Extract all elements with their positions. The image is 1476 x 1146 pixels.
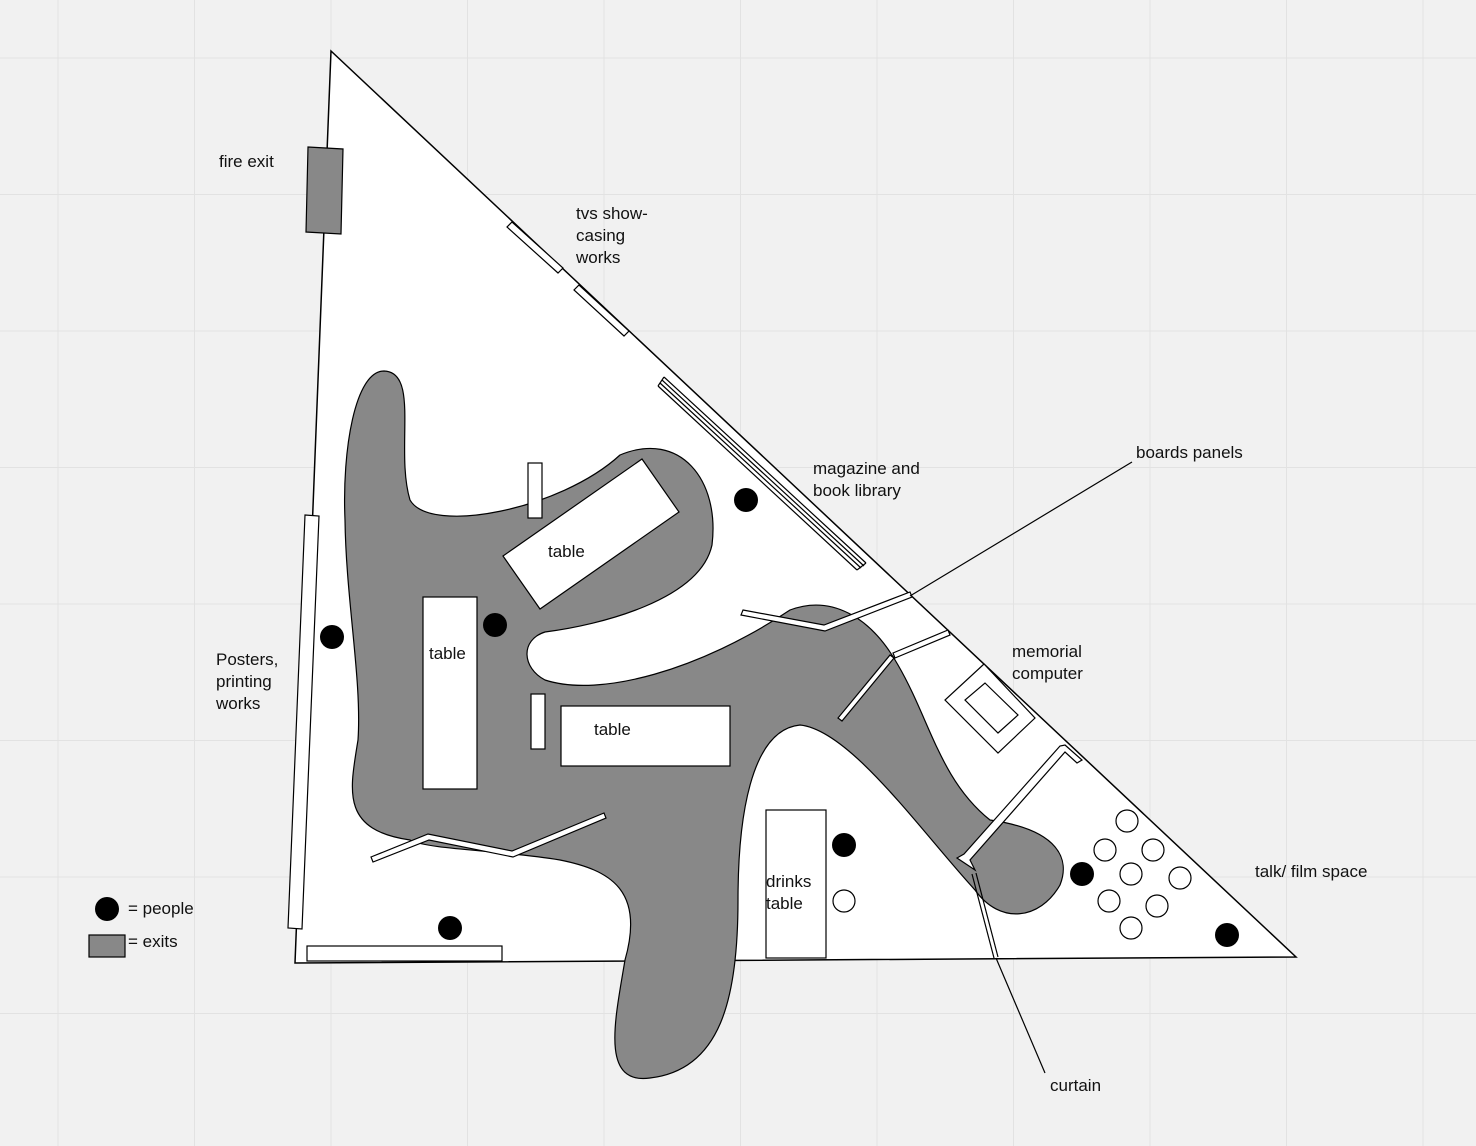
library-shelves <box>657 376 867 571</box>
seat <box>1119 916 1143 940</box>
tv-panel <box>506 221 564 274</box>
legend-exits-label: = exits <box>128 932 178 951</box>
memorial-computer <box>944 663 1036 754</box>
person <box>438 916 462 940</box>
small-panel <box>527 462 543 519</box>
seat <box>1145 894 1169 918</box>
talk-space-label: talk/ film space <box>1255 862 1367 881</box>
drinks-table <box>765 809 827 959</box>
person <box>1215 923 1239 947</box>
memorial-label: memorial computer <box>1012 642 1087 683</box>
boards-leader-line <box>909 461 1133 597</box>
posters-wall-panel <box>287 514 320 930</box>
boards-label: boards panels <box>1136 443 1243 462</box>
person <box>734 488 758 512</box>
fire-exit <box>305 146 344 235</box>
small-panel <box>530 693 546 750</box>
legend-exit-icon <box>88 934 126 958</box>
people <box>320 488 1239 947</box>
table-mid <box>560 705 731 767</box>
seat <box>832 889 856 913</box>
curtain-leader-line <box>995 957 1046 1074</box>
tvs-label: tvs show- casing works <box>575 204 653 267</box>
fire-exit-label: fire exit <box>219 152 274 171</box>
seat <box>1097 889 1121 913</box>
seat <box>1168 866 1192 890</box>
seat <box>1115 809 1139 833</box>
person <box>483 613 507 637</box>
posters-label: Posters, printing works <box>215 650 283 713</box>
drinks-table-label: drinks table <box>766 872 816 913</box>
tv-panel <box>573 284 630 337</box>
person <box>1070 862 1094 886</box>
board-panels <box>370 591 951 863</box>
legend-people-label: = people <box>128 899 194 918</box>
seats <box>832 809 1192 940</box>
table-mid-label: table <box>594 720 631 739</box>
person <box>832 833 856 857</box>
curtain-label: curtain <box>1050 1076 1101 1095</box>
person <box>320 625 344 649</box>
table-left-label: table <box>429 644 466 663</box>
legend-person-icon <box>95 897 119 921</box>
bottom-wall-panel <box>306 945 503 962</box>
seat <box>1119 862 1143 886</box>
table-top-label: table <box>548 542 585 561</box>
library-label: magazine and book library <box>813 459 925 500</box>
table-top <box>502 458 680 610</box>
seat <box>1141 838 1165 862</box>
table-left <box>422 596 478 790</box>
curtain <box>971 872 999 959</box>
legend: = people = exits <box>88 897 194 958</box>
talk-space-partition <box>955 744 1084 872</box>
seat <box>1093 838 1117 862</box>
